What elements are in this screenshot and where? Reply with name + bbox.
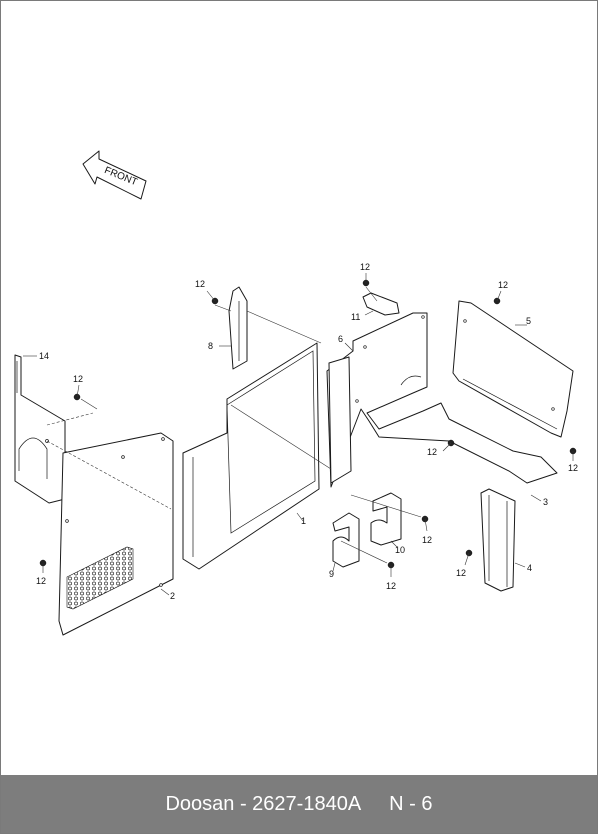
bolt-12-d: 12 — [73, 374, 98, 410]
label-part-4: 4 — [527, 563, 532, 573]
label-part-5: 5 — [526, 316, 531, 326]
part-6-rear-bracket: 6 — [326, 312, 558, 488]
part-10-block: 10 — [370, 492, 405, 555]
part-5-right-panel: 5 — [452, 300, 574, 438]
bolt-12-j: 12 — [36, 559, 47, 586]
label-bolt-12: 12 — [427, 447, 437, 457]
bolt-12-f: 12 — [568, 447, 578, 473]
part-1-main-panel: 1 — [182, 342, 320, 570]
label-part-3: 3 — [543, 497, 548, 507]
label-bolt-12: 12 — [386, 581, 396, 591]
part-4-channel: 4 — [480, 488, 532, 592]
label-bolt-12: 12 — [456, 568, 466, 578]
exploded-parts-diagram: FRONT 14 2 — [14, 150, 578, 636]
label-bolt-12: 12 — [73, 374, 83, 384]
bolt-12-b: 12 — [360, 262, 370, 287]
bolt-12-e: 12 — [427, 439, 455, 457]
bolt-12-c: 12 — [493, 280, 508, 305]
label-part-2: 2 — [170, 591, 175, 601]
label-part-11: 11 — [351, 312, 360, 322]
part-14-upper-cover: 14 — [14, 351, 66, 504]
label-part-10: 10 — [395, 545, 405, 555]
part-9-block: 9 — [329, 512, 360, 579]
part-8-bracket: 8 — [208, 286, 322, 370]
label-part-9: 9 — [329, 569, 334, 579]
part-2-perforated-panel: 2 — [58, 432, 175, 636]
label-part-6: 6 — [338, 334, 343, 344]
label-bolt-12: 12 — [195, 279, 205, 289]
front-direction-arrow: FRONT — [82, 150, 147, 200]
label-bolt-12: 12 — [36, 576, 46, 586]
label-part-1: 1 — [301, 516, 306, 526]
label-bolt-12: 12 — [360, 262, 370, 272]
bolt-12-h: 12 — [340, 540, 396, 591]
bolt-12-g: 12 — [350, 494, 432, 545]
label-bolt-12: 12 — [498, 280, 508, 290]
document-id: Doosan - 2627-1840A — [165, 792, 362, 815]
part-11-clip: 11 — [351, 292, 400, 322]
label-bolt-12: 12 — [422, 535, 432, 545]
footer-bar: Doosan - 2627-1840A N - 6 — [1, 775, 597, 833]
label-bolt-12: 12 — [568, 463, 578, 473]
bolt-12-a: 12 — [195, 279, 219, 305]
bolt-12-i: 12 — [456, 549, 473, 578]
page-code: N - 6 — [389, 792, 433, 815]
label-part-8: 8 — [208, 341, 213, 351]
label-part-14: 14 — [39, 351, 49, 361]
